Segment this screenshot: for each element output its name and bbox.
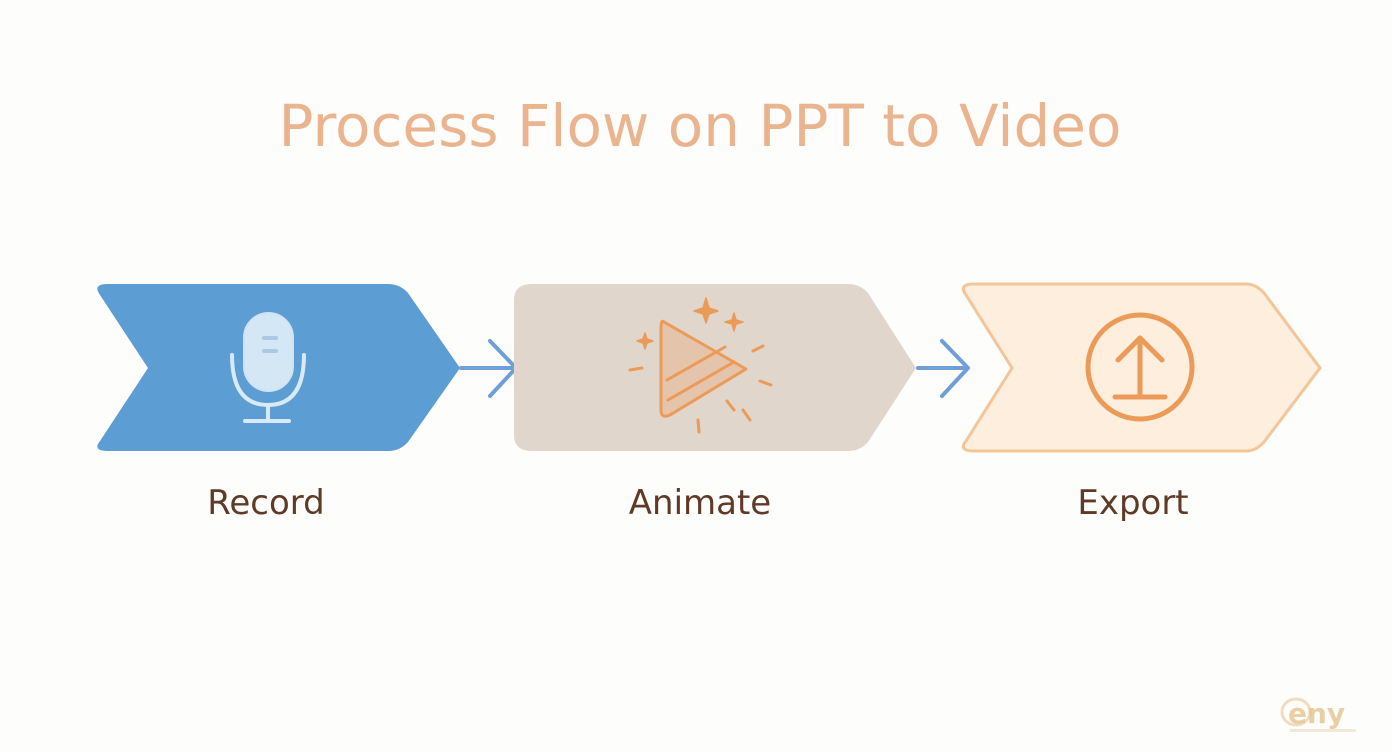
upload-circle-icon (1085, 312, 1195, 422)
step-label-export: Export (1077, 483, 1189, 523)
microphone-icon (230, 312, 306, 423)
page-title: Process Flow on PPT to Video (278, 92, 1122, 160)
arrow-record-to-animate (459, 339, 518, 398)
step-label-animate: Animate (628, 483, 772, 523)
step-animate (514, 284, 916, 451)
play-sparkle-icon (628, 297, 773, 434)
step-label-record: Record (207, 483, 325, 523)
watermark-logo: eny (1280, 697, 1356, 732)
svg-text:eny: eny (1288, 697, 1345, 730)
step-record (97, 284, 460, 451)
step-export (961, 282, 1322, 453)
arrow-animate-to-export (916, 339, 970, 398)
